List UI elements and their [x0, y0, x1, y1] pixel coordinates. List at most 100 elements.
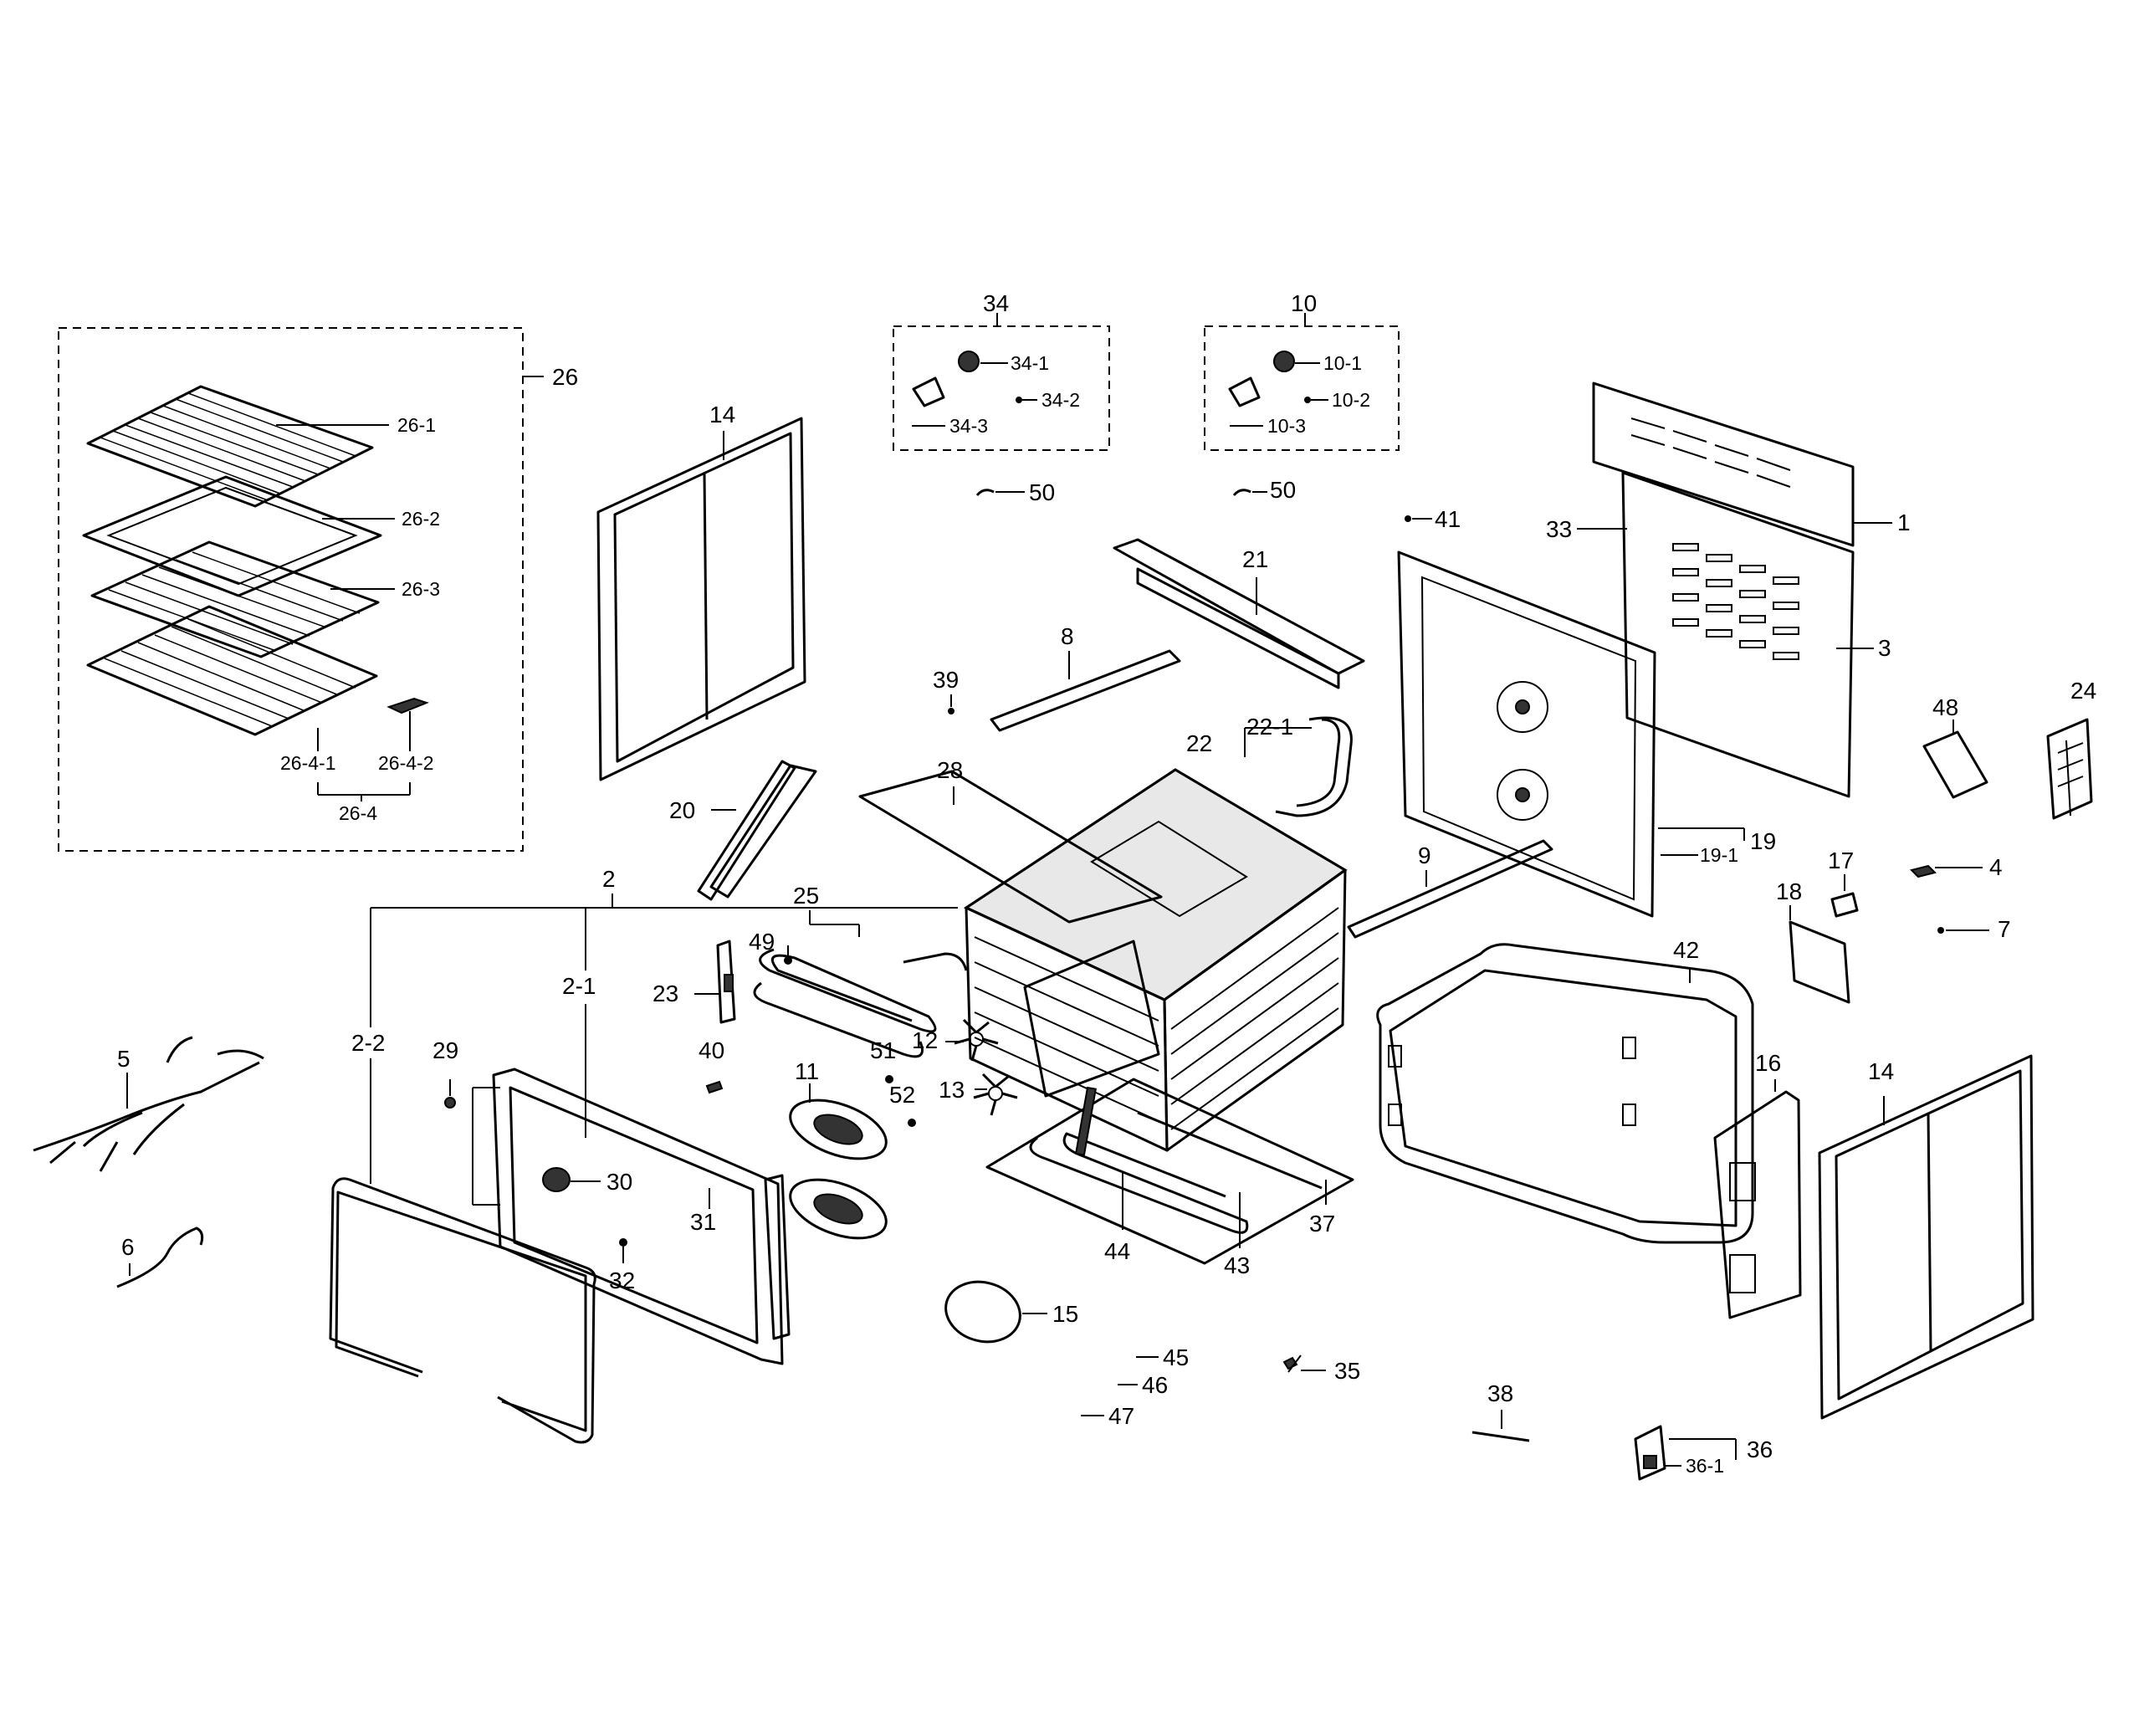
label-34-1: 34-1 [1011, 352, 1049, 374]
label-26-4: 26-4 [339, 802, 377, 824]
label-15: 15 [1052, 1301, 1078, 1327]
bracket-20 [697, 760, 817, 901]
label-2-1: 2-1 [562, 973, 596, 999]
label-2-2: 2-2 [351, 1030, 385, 1056]
heating-element-25 [753, 910, 968, 1058]
label-36: 36 [1747, 1436, 1773, 1462]
label-24: 24 [2070, 678, 2096, 704]
wire-6 [116, 1226, 204, 1288]
bottom-element-43 [985, 1078, 1354, 1265]
label-33: 33 [1546, 516, 1572, 542]
rail-9 [1347, 839, 1553, 939]
part-18 [1789, 905, 1850, 1004]
knob-kit-34 [893, 313, 1110, 451]
label-41: 41 [1435, 506, 1461, 532]
label-16: 16 [1755, 1050, 1781, 1076]
label-28: 28 [937, 757, 963, 783]
label-10-2: 10-2 [1332, 389, 1370, 411]
label-7: 7 [1998, 916, 2011, 942]
label-26-2: 26-2 [402, 508, 440, 530]
clip-50b [1232, 489, 1251, 496]
oven-rack-26-1 [86, 385, 374, 508]
label-10-1: 10-1 [1323, 352, 1362, 374]
label-4: 4 [1989, 854, 2003, 880]
label-46: 46 [1142, 1372, 1168, 1398]
label-50a: 50 [1029, 479, 1055, 505]
label-3: 3 [1878, 635, 1891, 661]
label-31: 31 [690, 1209, 716, 1235]
label-36-1: 36-1 [1686, 1455, 1724, 1477]
label-34-3: 34-3 [949, 415, 988, 437]
label-40: 40 [699, 1037, 724, 1063]
strip-38 [1471, 1410, 1530, 1442]
broil-pan-26-2 [82, 475, 382, 597]
side-plate-16 [1713, 1079, 1802, 1319]
clip-50a [975, 489, 995, 496]
label-1: 1 [1897, 510, 1911, 535]
label-34-2: 34-2 [1041, 389, 1080, 411]
rear-panel-top-1 [1592, 382, 1892, 547]
part-17 [1830, 874, 1859, 918]
label-44: 44 [1104, 1238, 1130, 1264]
label-50b: 50 [1270, 477, 1296, 503]
label-23: 23 [653, 981, 678, 1006]
label-26-1: 26-1 [397, 414, 436, 436]
label-38: 38 [1487, 1380, 1513, 1406]
label-19-1: 19-1 [1700, 844, 1738, 866]
label-6: 6 [121, 1234, 135, 1260]
label-30: 30 [606, 1169, 632, 1195]
label-9: 9 [1418, 842, 1431, 868]
label-37: 37 [1309, 1211, 1335, 1237]
door-inner-2-1 [472, 1068, 784, 1365]
label-8: 8 [1061, 623, 1074, 649]
label-43: 43 [1224, 1252, 1250, 1278]
label-14-left: 14 [709, 402, 735, 428]
label-25: 25 [793, 883, 819, 909]
oven-cavity [858, 768, 1348, 1152]
label-39: 39 [933, 667, 959, 693]
fan-12 [945, 1018, 999, 1062]
label-18: 18 [1776, 878, 1802, 904]
label-49: 49 [749, 929, 775, 955]
label-2: 2 [602, 866, 616, 892]
rack-kit-group [58, 327, 544, 852]
callout-labels: 26 26-1 26-2 26-3 26-4-1 26-4-2 26-4 34 … [117, 290, 2096, 1477]
screw-40 [705, 1080, 724, 1094]
rack-26-4 [86, 605, 429, 736]
label-32: 32 [609, 1267, 635, 1293]
bracket-36 [1634, 1425, 1737, 1481]
label-22-1: 22-1 [1246, 714, 1293, 740]
label-26-4-1: 26-4-1 [280, 752, 335, 774]
label-48: 48 [1932, 694, 1958, 720]
door-group-2 [370, 894, 958, 1184]
bracket-8 [990, 649, 1181, 732]
label-26: 26 [552, 364, 578, 390]
label-20: 20 [669, 797, 695, 823]
label-12: 12 [912, 1027, 938, 1053]
label-35: 35 [1334, 1358, 1360, 1384]
label-45: 45 [1163, 1344, 1189, 1370]
ring-15 [944, 1280, 1047, 1344]
label-17: 17 [1828, 848, 1854, 873]
duct-22 [1244, 716, 1353, 817]
rack-26-3 [90, 540, 380, 658]
label-34: 34 [983, 290, 1009, 316]
label-10-3: 10-3 [1267, 415, 1306, 437]
door-seal-2-2 [329, 1177, 596, 1444]
label-19: 19 [1750, 828, 1776, 854]
side-panel-right [1818, 1054, 2034, 1420]
label-26-3: 26-3 [402, 578, 440, 600]
wire-harness-5 [33, 1036, 264, 1172]
label-10: 10 [1291, 290, 1317, 316]
back-wall-19 [1397, 551, 1745, 918]
lamp-11 [789, 1083, 888, 1240]
label-47: 47 [1108, 1403, 1134, 1429]
fan-13 [973, 1073, 1018, 1116]
part-4 [1910, 864, 1983, 878]
top-cover-21 [1113, 538, 1365, 689]
knob-kit-10 [1204, 313, 1400, 451]
label-42: 42 [1673, 937, 1699, 963]
door-side-strip [764, 1174, 791, 1340]
label-21: 21 [1242, 546, 1268, 572]
